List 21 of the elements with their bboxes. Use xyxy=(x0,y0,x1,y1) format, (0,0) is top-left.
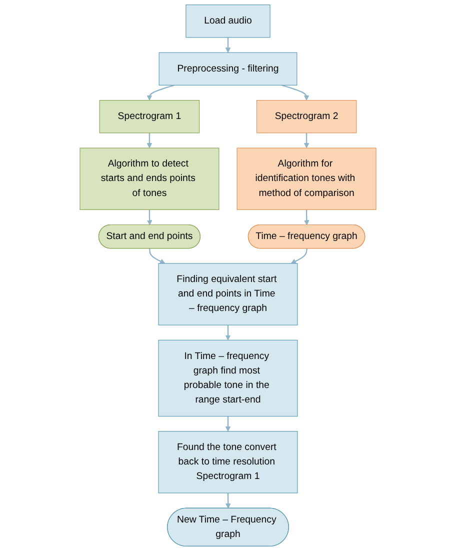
arrow xyxy=(225,325,231,340)
node-box: Algorithm to detect starts and ends points of tones xyxy=(80,148,220,210)
arrow xyxy=(146,210,152,226)
arrow xyxy=(290,248,308,264)
node-box: Algorithm for identification tones with method of comparison xyxy=(236,148,376,210)
arrow xyxy=(225,37,231,53)
node-box: Spectrogram 2 xyxy=(256,100,357,134)
node-box: Preprocessing - filtering xyxy=(158,52,298,86)
node-box: Load audio xyxy=(186,4,270,38)
arrow xyxy=(146,84,174,101)
node-box: In Time – frequency graph find most probable tone in the range start-end xyxy=(158,340,298,417)
arrow xyxy=(146,132,152,148)
node-box: Spectrogram 1 xyxy=(99,100,200,134)
node-box: Finding equivalent start and end points in Time – frequency graph xyxy=(158,263,298,326)
arrow xyxy=(282,84,310,101)
arrow xyxy=(225,493,231,509)
arrow xyxy=(225,416,231,432)
node-box: Found the tone convert back to time resolution Spectrogram 1 xyxy=(158,431,298,494)
arrow xyxy=(149,248,166,264)
arrow xyxy=(304,132,310,148)
arrow xyxy=(304,210,310,226)
